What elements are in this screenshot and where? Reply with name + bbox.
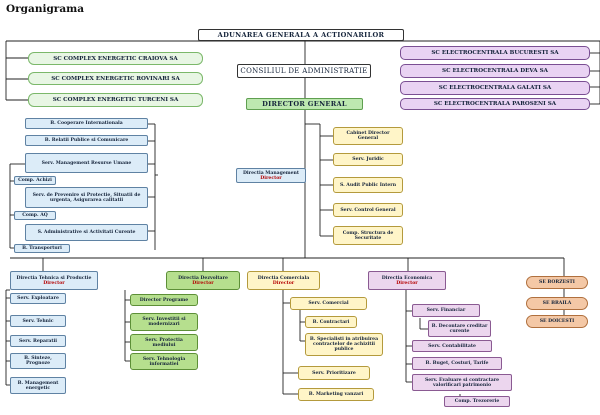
node-ca: CONSILIUL DE ADMINISTRATIE bbox=[237, 64, 371, 78]
unit-aq: Comp. AQ bbox=[14, 211, 56, 220]
unit-decontare: B. Decontare creditar curente bbox=[428, 320, 491, 337]
director-label: Director bbox=[43, 280, 65, 286]
unit-control: Serv. Control General bbox=[333, 203, 403, 217]
unit-securitate: Comp. Structura de Securitate bbox=[333, 226, 403, 245]
unit-investitii: Serv. Investitii si modernizari bbox=[130, 313, 198, 331]
unit-resurse-umane: Serv. Management Resurse Umane bbox=[25, 153, 148, 173]
directia-comerciala-label: Directia Comerciala bbox=[257, 275, 310, 281]
unit-serv-comercial: Serv. Comercial bbox=[290, 297, 367, 310]
unit-cabinet: Cabinet Director General bbox=[333, 127, 403, 145]
unit-director-programe: Director Programe bbox=[130, 294, 198, 306]
unit-juridic: Serv. Juridic bbox=[333, 153, 403, 166]
company-galati: SC ELECTROCENTRALA GALATI SA bbox=[400, 81, 590, 95]
company-bucuresti: SC ELECTROCENTRALA BUCURESTI SA bbox=[400, 46, 590, 60]
unit-sinteze: B. Sinteze, Prognoze bbox=[10, 353, 66, 369]
director-label: Director bbox=[396, 280, 418, 286]
unit-prioritizare: Serv. Prioritizare bbox=[298, 366, 370, 380]
company-craiova: SC COMPLEX ENERGETIC CRAIOVA SA bbox=[28, 52, 203, 65]
unit-transporturi: B. Transporturi bbox=[14, 244, 70, 253]
director-label: Director bbox=[272, 280, 295, 286]
branch-borzesti: SE BORZESTI bbox=[526, 276, 588, 289]
director-label: Director bbox=[260, 175, 282, 181]
branch-braila: SE BRAILA bbox=[526, 297, 588, 310]
unit-audit: S. Audit Public Intern bbox=[333, 177, 403, 193]
unit-evaluare: Serv. Evaluare si contractare valorifica… bbox=[412, 374, 512, 391]
unit-exploatare: Serv. Exploatare bbox=[10, 293, 66, 304]
unit-administrative: S. Administrative si Activitati Curente bbox=[25, 224, 148, 241]
unit-cooperare: B. Cooperare Internationala bbox=[25, 118, 148, 129]
node-director-general: DIRECTOR GENERAL bbox=[246, 98, 363, 110]
unit-achizi: Comp. Achizi bbox=[14, 176, 56, 185]
node-aga: ADUNAREA GENERALA A ACTIONARILOR bbox=[198, 29, 404, 41]
directia-dezvoltare-label: Directia Dezvoltare bbox=[178, 275, 228, 281]
company-rovinari: SC COMPLEX ENERGETIC ROVINARI SA bbox=[28, 72, 203, 85]
unit-tehnologia-informatiei: Serv. Tehnologia informatiei bbox=[130, 353, 198, 370]
unit-tehnic: Serv. Tehnic bbox=[10, 315, 66, 327]
unit-prevenire: Serv. de Prevenire si Protectie, Situati… bbox=[25, 187, 148, 208]
unit-buget: B. Buget, Costuri, Tarife bbox=[412, 357, 502, 370]
unit-marketing: B. Marketing vanzari bbox=[298, 388, 374, 401]
company-paroseni: SC ELECTROCENTRALA PAROSENI SA bbox=[400, 98, 590, 110]
unit-protectia-mediului: Serv. Protectia mediului bbox=[130, 334, 198, 351]
unit-financiar: Serv. Financiar bbox=[412, 304, 480, 317]
directia-management-label: Directia Management bbox=[242, 170, 300, 176]
branch-doicesti: SE DOICESTI bbox=[526, 315, 588, 328]
company-turceni: SC COMPLEX ENERGETIC TURCENI SA bbox=[28, 93, 203, 107]
company-deva: SC ELECTROCENTRALA DEVA SA bbox=[400, 64, 590, 78]
unit-contractari: B. Contractari bbox=[305, 316, 357, 328]
unit-contabilitate: Serv. Contabilitate bbox=[412, 340, 492, 352]
unit-reparatii: Serv. Reparatii bbox=[10, 335, 66, 347]
page-title: Organigrama bbox=[6, 3, 85, 15]
unit-relatii-publice: B. Relatii Publice si Comunicare bbox=[25, 135, 148, 146]
director-label: Director bbox=[192, 280, 214, 286]
directia-economica-label: Directia Economica bbox=[381, 275, 433, 281]
unit-management-energetic: B. Management energetic bbox=[10, 377, 66, 394]
unit-trezorerie: Comp. Trezorerie bbox=[444, 396, 510, 407]
unit-specialisti-achizitii: B. Specialisti in atribuirea contractelo… bbox=[305, 333, 383, 356]
directia-tehnica-label: Directia Tehnica si Productie bbox=[16, 275, 92, 281]
